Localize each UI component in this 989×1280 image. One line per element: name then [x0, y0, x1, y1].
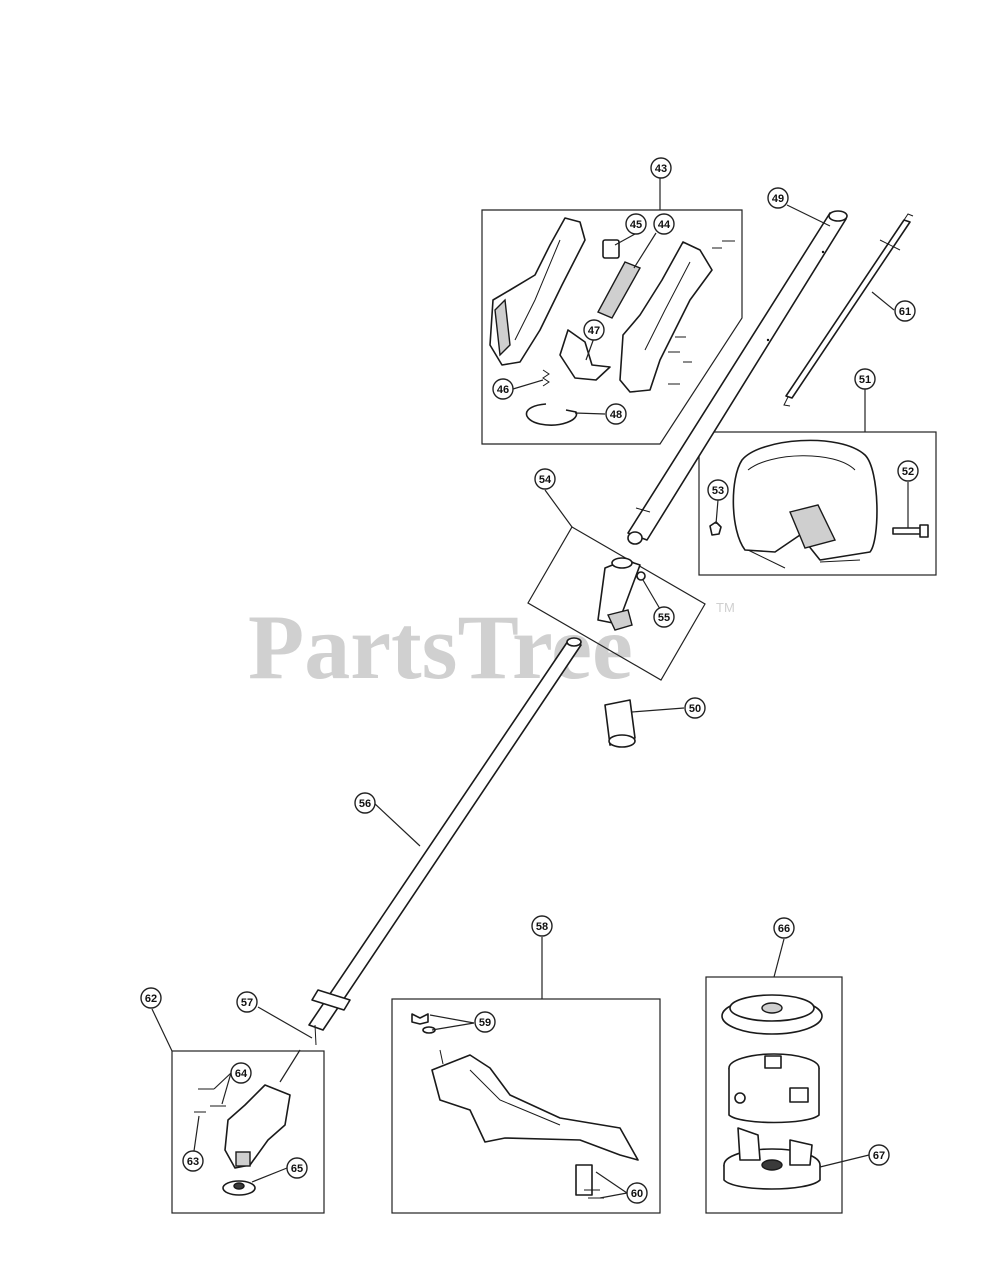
svg-text:45: 45 [630, 219, 642, 231]
bolt-part [892, 524, 929, 538]
handle-housing-left-part [489, 217, 586, 366]
tube-coupler-part [604, 699, 636, 748]
leader-lines [151, 178, 909, 1199]
svg-text:66: 66 [778, 923, 790, 935]
svg-text:43: 43 [655, 163, 667, 175]
callout-56: 56 [354, 792, 376, 814]
svg-text:49: 49 [772, 193, 784, 205]
svg-text:63: 63 [187, 1156, 199, 1168]
callout-49: 49 [767, 187, 789, 209]
callout-44: 44 [653, 213, 675, 235]
coupler-part [597, 557, 646, 631]
callout-50: 50 [684, 697, 706, 719]
guard-part [431, 1054, 639, 1196]
gearbox-group-box [171, 1050, 325, 1214]
spool-part [728, 1053, 820, 1124]
svg-text:58: 58 [536, 921, 548, 933]
svg-text:57: 57 [241, 997, 253, 1009]
svg-text:52: 52 [902, 466, 914, 478]
callout-54: 54 [534, 468, 556, 490]
spring-part [542, 369, 550, 387]
callout-62: 62 [140, 987, 162, 1009]
callout-57: 57 [236, 991, 258, 1013]
svg-text:48: 48 [610, 409, 622, 421]
svg-text:56: 56 [359, 798, 371, 810]
svg-text:64: 64 [235, 1068, 248, 1080]
housing-screws [668, 240, 735, 385]
svg-text:65: 65 [291, 1163, 303, 1175]
assist-handle-part [732, 439, 878, 569]
callout-55: 55 [653, 606, 675, 628]
svg-text:60: 60 [631, 1188, 643, 1200]
svg-text:62: 62 [145, 993, 157, 1005]
svg-text:53: 53 [712, 485, 724, 497]
svg-text:55: 55 [658, 612, 670, 624]
callout-65: 65 [286, 1157, 308, 1179]
lower-shaft-part [308, 637, 582, 1046]
guard-group-box [391, 998, 661, 1214]
svg-text:54: 54 [539, 474, 552, 486]
callout-43: 43 [650, 157, 672, 179]
nut-part [709, 521, 722, 536]
callout-58: 58 [531, 915, 553, 937]
svg-text:51: 51 [859, 374, 871, 386]
wing-nut-part [411, 1013, 444, 1065]
drive-cable-part [783, 213, 914, 407]
handle-housing-group-box [481, 209, 743, 445]
upper-shaft-part [627, 210, 848, 545]
handle-housing-right-part [619, 241, 713, 393]
svg-text:59: 59 [479, 1017, 491, 1029]
svg-text:67: 67 [873, 1150, 885, 1162]
throttle-switch-part [597, 239, 642, 319]
callout-47: 47 [583, 319, 605, 341]
svg-text:61: 61 [899, 306, 911, 318]
callout-46: 46 [492, 378, 514, 400]
callout-67: 67 [868, 1144, 890, 1166]
callout-64: 64 [230, 1062, 252, 1084]
svg-text:46: 46 [497, 384, 509, 396]
watermark-trademark: TM [716, 600, 735, 615]
svg-text:50: 50 [689, 703, 701, 715]
gearbox-screws [194, 1088, 226, 1113]
callout-60: 60 [626, 1182, 648, 1204]
callout-61: 61 [894, 300, 916, 322]
trimmer-head-housing-part [723, 1127, 821, 1190]
gearbox-part [224, 1084, 291, 1169]
callout-66: 66 [773, 917, 795, 939]
callout-63: 63 [182, 1150, 204, 1172]
callout-45: 45 [625, 213, 647, 235]
callout-51: 51 [854, 368, 876, 390]
spool-cap-part [721, 994, 823, 1035]
coupler-group-box [527, 526, 706, 681]
svg-text:44: 44 [658, 219, 671, 231]
trigger-part [559, 329, 611, 381]
svg-text:47: 47 [588, 325, 600, 337]
spacer-washer-part [222, 1180, 256, 1196]
callout-48: 48 [605, 403, 627, 425]
callout-52: 52 [897, 460, 919, 482]
callout-53: 53 [707, 479, 729, 501]
callout-59: 59 [474, 1011, 496, 1033]
assist-handle-group-box [698, 431, 937, 576]
retaining-ring-part [525, 403, 578, 426]
